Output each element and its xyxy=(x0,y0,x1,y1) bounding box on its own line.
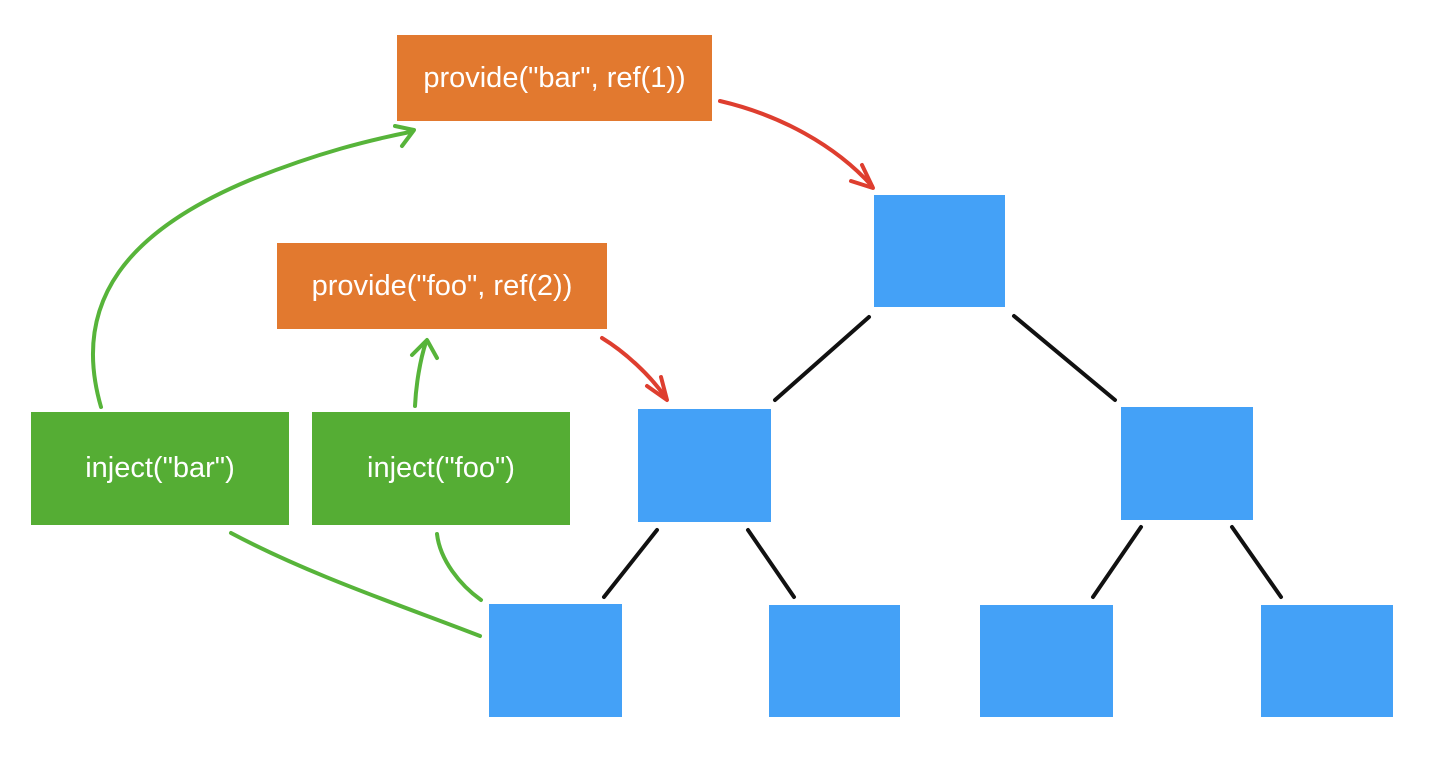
tree-edge-left-leftleft xyxy=(602,528,659,599)
provide-bar-arrowhead xyxy=(849,163,875,190)
provide-foo-arrow xyxy=(600,336,668,400)
provide-bar-box: provide("bar", ref(1)) xyxy=(397,35,712,121)
tree-node-root xyxy=(874,195,1005,307)
provide-foo-arrowhead xyxy=(645,375,669,402)
tree-node-left-left xyxy=(489,604,622,717)
tree-node-right-left xyxy=(980,605,1113,717)
tree-edge-right-rightright xyxy=(1230,525,1283,599)
tree-node-left-right xyxy=(769,605,900,717)
inject-foo-arrowhead xyxy=(410,338,439,360)
inject-foo-source-line xyxy=(435,532,483,602)
tree-edge-root-right xyxy=(1012,314,1117,402)
tree-node-left xyxy=(638,409,771,522)
inject-bar-arrow xyxy=(91,130,412,409)
tree-edge-root-left xyxy=(773,315,871,402)
inject-foo-box: inject("foo") xyxy=(312,412,570,525)
tree-node-right xyxy=(1121,407,1253,520)
inject-bar-arrowhead xyxy=(393,124,416,148)
inject-foo-arrow xyxy=(413,340,428,408)
provide-bar-arrow xyxy=(718,99,874,188)
inject-bar-source-line xyxy=(229,531,482,638)
tree-edge-right-rightleft xyxy=(1091,525,1143,599)
tree-edge-left-leftright xyxy=(746,528,796,599)
tree-node-right-right xyxy=(1261,605,1393,717)
inject-bar-box: inject("bar") xyxy=(31,412,289,525)
provide-foo-box: provide("foo", ref(2)) xyxy=(277,243,607,329)
